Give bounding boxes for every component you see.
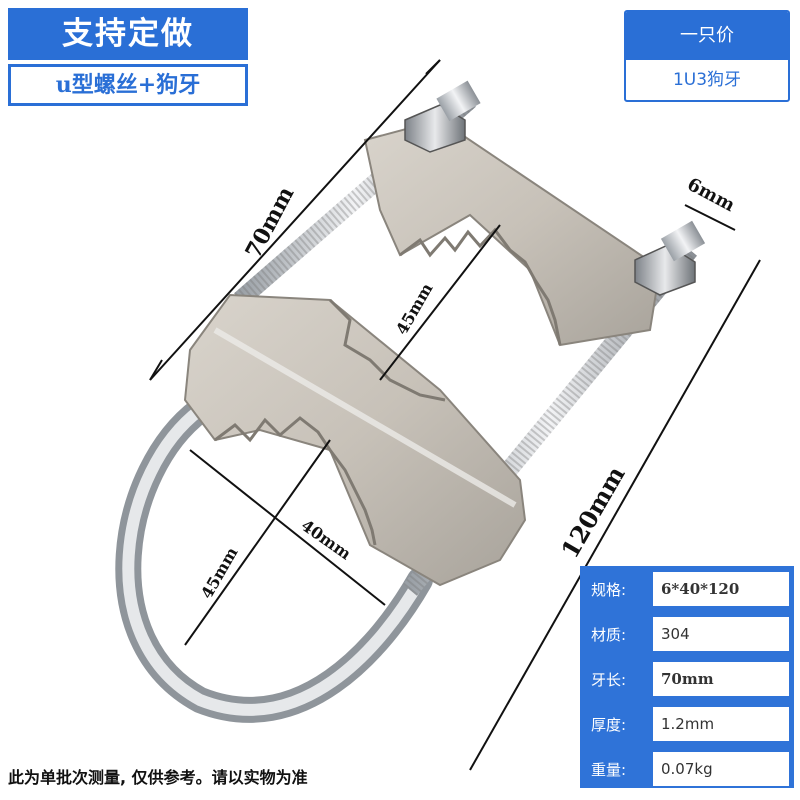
spec-label: 重量: [591,760,627,779]
spec-row-weight: 重量: 0.07kg [585,750,789,788]
dimension-lines [149,59,761,771]
banner-subtitle: u型螺丝+狗牙 [8,64,248,106]
spec-panel: 规格: 6*40*120 材质: 304 牙长: 70mm 厚度: 1.2mm … [580,566,794,788]
spec-label: 厚度: [591,715,627,734]
dim-bolt: 6mm [684,174,739,216]
dim-length: 120mm [555,461,631,563]
price-header: 一只价 [626,12,788,60]
spec-row-size: 规格: 6*40*120 [585,570,789,608]
spec-value: 70mm [653,662,789,696]
custom-order-banner: 支持定做 u型螺丝+狗牙 [8,8,248,106]
spec-value: 304 [653,617,789,651]
spec-row-material: 材质: 304 [585,615,789,653]
nut-right [634,220,706,296]
dim-span: 40mm [298,516,355,564]
nut-top [404,80,481,153]
price-value: 1U3狗牙 [672,70,742,90]
spec-value: 1.2mm [653,707,789,741]
bottom-jaw-plate [183,293,527,587]
disclaimer-note: 此为单批次测量, 仅供参考。请以实物为准 [8,768,308,787]
top-jaw-plate [363,118,662,347]
dim-inner-top: 45mm [392,280,437,338]
spec-value: 6*40*120 [653,572,789,606]
price-card: 一只价 1U3狗牙 [624,10,790,102]
spec-value: 0.07kg [653,752,789,786]
spec-label: 牙长: [591,670,627,689]
banner-title: 支持定做 [8,8,248,60]
spec-row-thickness: 厚度: 1.2mm [585,705,789,743]
spec-label: 规格: [591,580,627,599]
spec-row-tooth-length: 牙长: 70mm [585,660,789,698]
spec-label: 材质: [591,625,627,644]
